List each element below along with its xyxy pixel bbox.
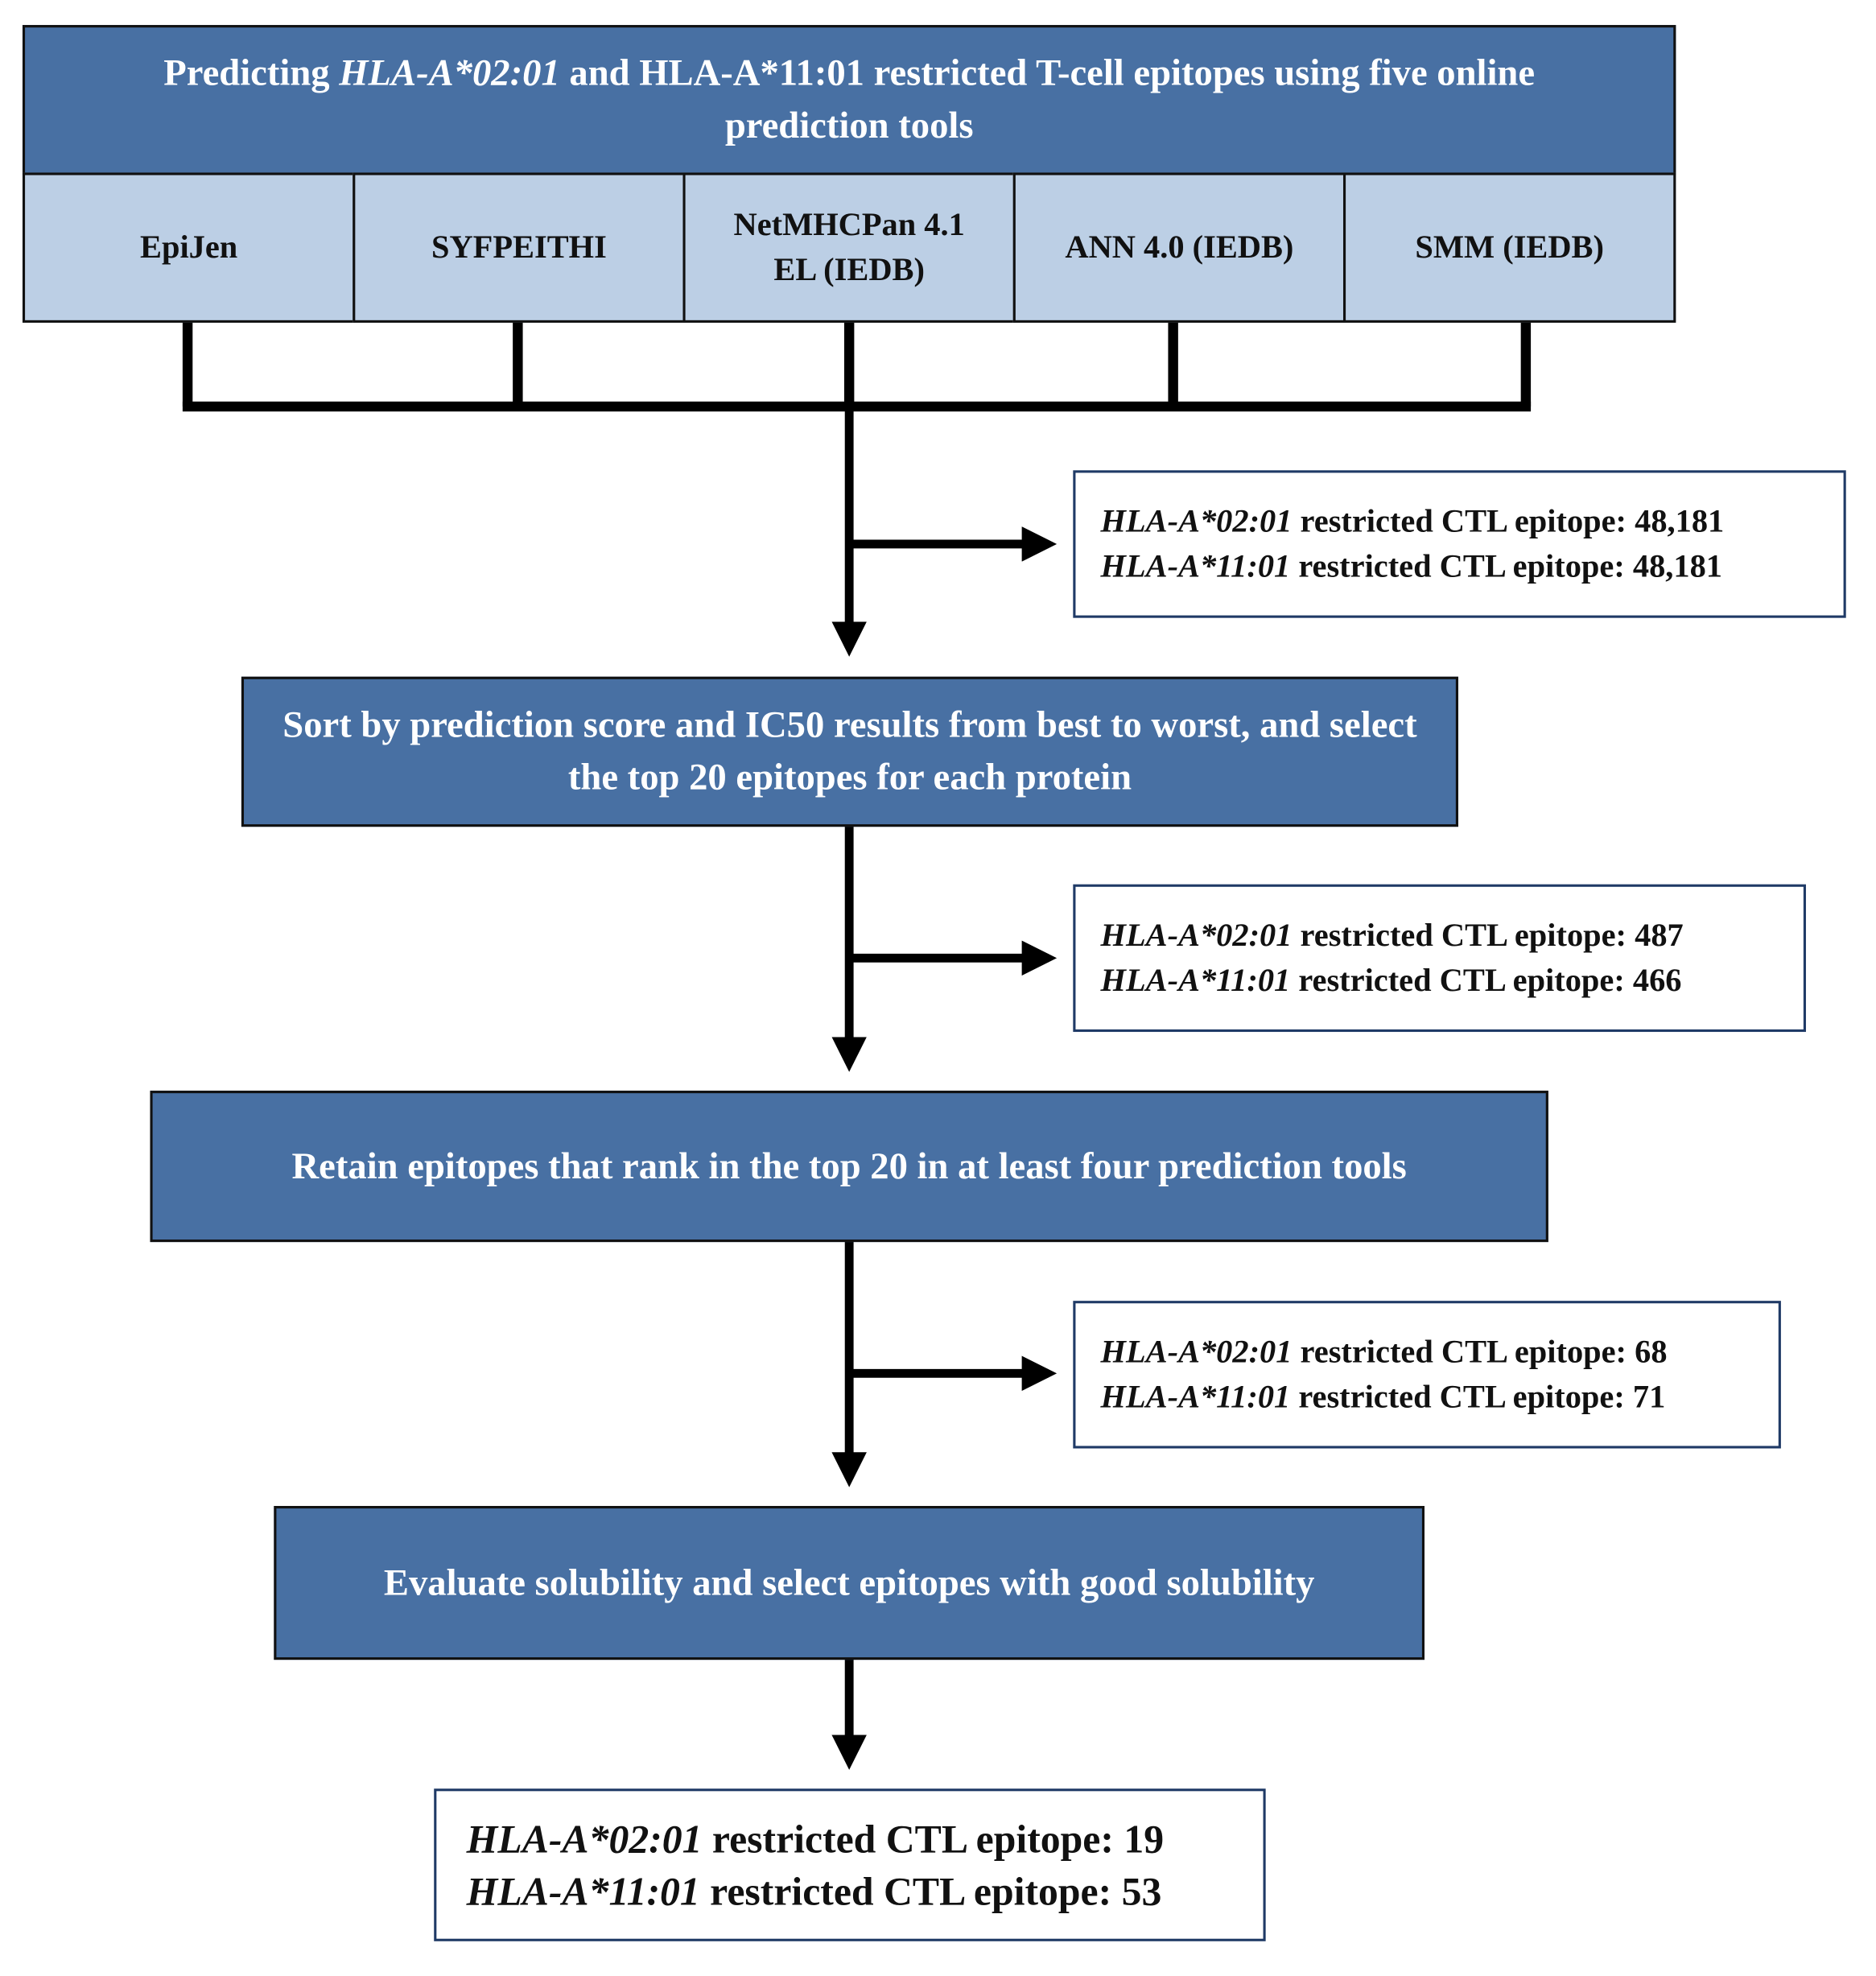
tool-ann: ANN 4.0 (IEDB) <box>1012 172 1346 323</box>
tool-netmhcpan: NetMHCPan 4.1 EL (IEDB) <box>682 172 1016 323</box>
result-box-3: HLA-A*02:01 restricted CTL epitope: 68 H… <box>1073 1301 1781 1449</box>
tool-syfpeithi: SYFPEITHI <box>353 172 686 323</box>
tool-smm: SMM (IEDB) <box>1342 172 1676 323</box>
step-solubility: Evaluate solubility and select epitopes … <box>274 1506 1425 1660</box>
result-box-2: HLA-A*02:01 restricted CTL epitope: 487 … <box>1073 884 1806 1033</box>
allele-label: HLA-A*02:01 <box>339 52 560 94</box>
tool-epijen: EpiJen <box>22 172 356 323</box>
step-retain: Retain epitopes that rank in the top 20 … <box>150 1091 1548 1243</box>
result-box-1: HLA-A*02:01 restricted CTL epitope: 48,1… <box>1073 470 1846 618</box>
final-result-box: HLA-A*02:01 restricted CTL epitope: 19 H… <box>434 1788 1266 1941</box>
step-sort-select: Sort by prediction score and IC50 result… <box>241 676 1458 827</box>
header-box: Predicting HLA-A*02:01 and HLA-A*11:01 r… <box>22 25 1676 175</box>
